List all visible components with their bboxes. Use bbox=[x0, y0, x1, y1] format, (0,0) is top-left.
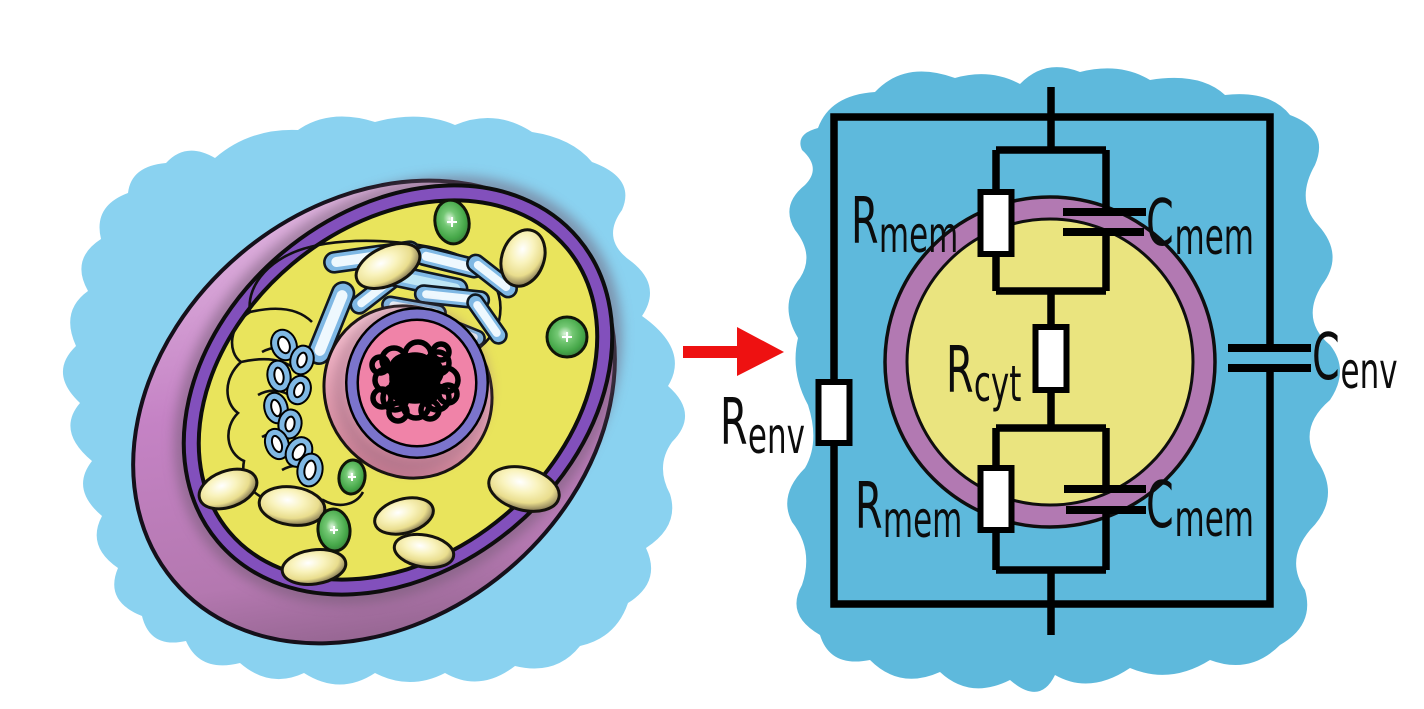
label-base: R bbox=[946, 333, 974, 408]
label-c-mem-top: C mem bbox=[1146, 186, 1254, 266]
label-base: R bbox=[851, 184, 879, 259]
label-subscript: cyt bbox=[974, 354, 1022, 413]
resistor-r-mem-top bbox=[977, 189, 1015, 257]
organelle-sparkles bbox=[330, 217, 572, 534]
mitochondrion bbox=[373, 496, 435, 536]
label-subscript: mem bbox=[1175, 207, 1254, 266]
label-c-mem-bottom: C mem bbox=[1146, 468, 1254, 548]
nucleus-chromatin-scribble bbox=[369, 339, 461, 424]
mitochondrion bbox=[197, 467, 259, 511]
nucleus bbox=[322, 304, 494, 480]
label-r-mem-top: R mem bbox=[851, 184, 958, 264]
capacitor-c-mem-top bbox=[1063, 208, 1146, 236]
mitochondrion bbox=[280, 548, 348, 586]
resistor-r-env bbox=[815, 379, 853, 446]
outer-loop-wire bbox=[830, 113, 1274, 608]
capacitor-c-mem-bottom bbox=[1064, 485, 1146, 514]
label-subscript: mem bbox=[879, 205, 958, 264]
mitochondria bbox=[197, 228, 561, 586]
label-subscript: mem bbox=[883, 490, 962, 549]
cell-illustration-panel bbox=[62, 116, 686, 685]
label-r-cyt: R cyt bbox=[946, 333, 1021, 413]
mitochondrion bbox=[354, 242, 422, 290]
label-base: R bbox=[855, 469, 883, 544]
mitochondrion bbox=[499, 228, 547, 288]
label-r-env: R env bbox=[720, 385, 805, 465]
inner-membrane-ring bbox=[185, 187, 611, 593]
label-base: R bbox=[720, 385, 748, 460]
equivalent-circuit-panel: R mem C mem R cyt R env R mem C mem C en… bbox=[720, 67, 1398, 692]
label-subscript: env bbox=[1341, 341, 1398, 400]
label-base: C bbox=[1312, 320, 1340, 395]
label-c-env: C env bbox=[1312, 320, 1398, 400]
er-vesicle-rings bbox=[263, 328, 324, 488]
nuclear-membrane-ring bbox=[347, 309, 487, 457]
label-r-mem-bottom: R mem bbox=[855, 469, 962, 549]
capacitor-c-env bbox=[1228, 344, 1311, 372]
mitochondrion bbox=[487, 465, 561, 513]
label-base: C bbox=[1146, 468, 1174, 543]
label-subscript: env bbox=[748, 406, 805, 465]
mitochondrion bbox=[392, 532, 456, 570]
right-arrow-icon bbox=[683, 327, 784, 376]
resistor-r-mem-bottom bbox=[977, 465, 1015, 533]
resistor-r-cyt bbox=[1032, 324, 1070, 393]
label-base: C bbox=[1146, 186, 1174, 261]
label-subscript: mem bbox=[1175, 489, 1254, 548]
